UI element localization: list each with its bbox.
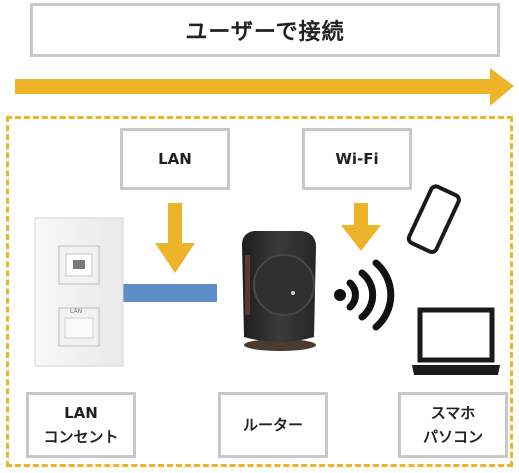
device-label-box: スマホ パソコン xyxy=(398,392,508,458)
router-label: ルーター xyxy=(242,416,303,434)
wifi-signal-icon xyxy=(334,259,395,331)
laptop-icon xyxy=(412,307,500,375)
device-label-line2: パソコン xyxy=(422,428,483,446)
flow-arrow xyxy=(15,68,514,106)
router-label-box: ルーター xyxy=(218,392,328,458)
wifi-down-arrow xyxy=(341,203,381,251)
lan-cable xyxy=(120,284,217,302)
wall-port-label: LAN xyxy=(70,308,83,315)
lan-outlet-label-line1: LAN xyxy=(64,404,98,422)
lan-down-arrow xyxy=(155,203,195,273)
page-title: ユーザーで接続 xyxy=(30,3,500,57)
wifi-label-box: Wi-Fi xyxy=(302,128,412,190)
network-area-frame xyxy=(6,116,513,467)
router-icon xyxy=(242,231,316,351)
smartphone-icon xyxy=(406,184,461,254)
lan-outlet-label-box: LAN コンセント xyxy=(26,392,136,458)
lan-label-box: LAN xyxy=(120,128,230,190)
wall-outlet-icon xyxy=(34,217,124,367)
lan-outlet-label-line2: コンセント xyxy=(43,428,119,446)
lan-label: LAN xyxy=(158,150,192,168)
device-label-line1: スマホ xyxy=(430,404,476,422)
wifi-label: Wi-Fi xyxy=(335,150,379,168)
